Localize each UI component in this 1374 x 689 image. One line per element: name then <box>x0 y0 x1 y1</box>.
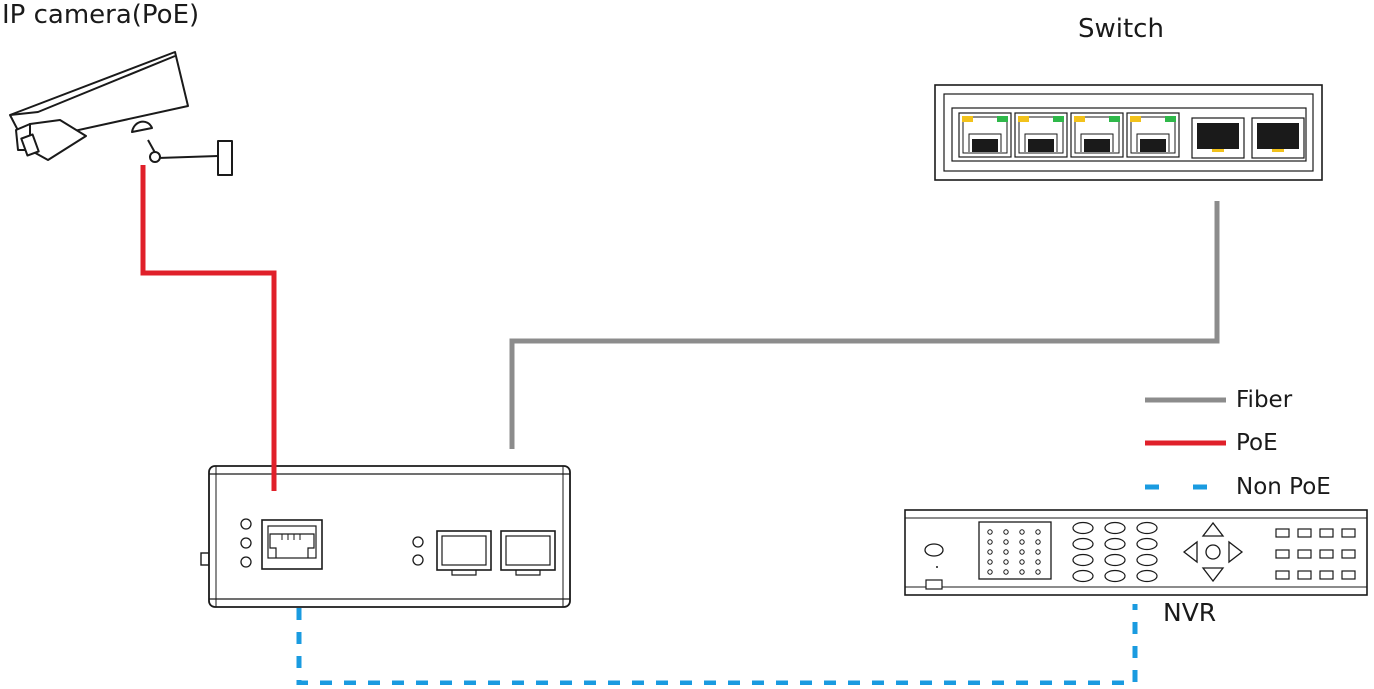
ip-camera-label: IP camera(PoE) <box>2 0 200 30</box>
nvr-keypad-grid <box>987 529 1041 575</box>
port-led <box>1053 116 1064 122</box>
poe-cable <box>140 165 277 491</box>
switch-sfp-port-icon <box>1191 117 1245 159</box>
nvr-label: NVR <box>1163 598 1217 627</box>
switch-port-group <box>958 112 1305 159</box>
fiber-cable <box>509 201 1220 449</box>
legend-fiber-label: Fiber <box>1236 387 1293 413</box>
switch-label: Switch <box>1078 14 1164 44</box>
rj45-port-icon <box>261 519 323 570</box>
nvr-button-group <box>1072 521 1158 583</box>
status-led <box>240 556 252 568</box>
status-led <box>240 537 252 549</box>
port-led <box>997 116 1008 122</box>
port-led <box>1109 116 1120 122</box>
media-converter-device <box>200 465 571 608</box>
switch-sfp-port-icon <box>1251 117 1305 159</box>
sfp-port-icon <box>500 530 556 576</box>
port-led <box>1165 116 1176 122</box>
ip-camera-icon <box>9 51 233 176</box>
switch-rj45-port-icon <box>1126 112 1180 158</box>
status-led <box>240 518 252 530</box>
switch-rj45-port-icon <box>1070 112 1124 158</box>
port-led <box>1074 116 1085 122</box>
status-led <box>412 554 424 566</box>
nvr-device <box>904 509 1368 596</box>
port-led <box>962 116 973 122</box>
status-led <box>412 536 424 548</box>
legend-non-poe-label: Non PoE <box>1236 474 1331 500</box>
dpad-icon <box>1182 521 1244 583</box>
port-led <box>1018 116 1029 122</box>
sfp-port-icon <box>436 530 492 576</box>
switch-device <box>934 84 1323 181</box>
power-button-icon <box>924 543 944 557</box>
nvr-button-group <box>1275 528 1356 580</box>
port-led <box>1130 116 1141 122</box>
switch-rj45-port-icon <box>1014 112 1068 158</box>
legend-poe-label: PoE <box>1236 430 1278 456</box>
switch-rj45-port-icon <box>958 112 1012 158</box>
non-poe-cable <box>296 604 1138 686</box>
